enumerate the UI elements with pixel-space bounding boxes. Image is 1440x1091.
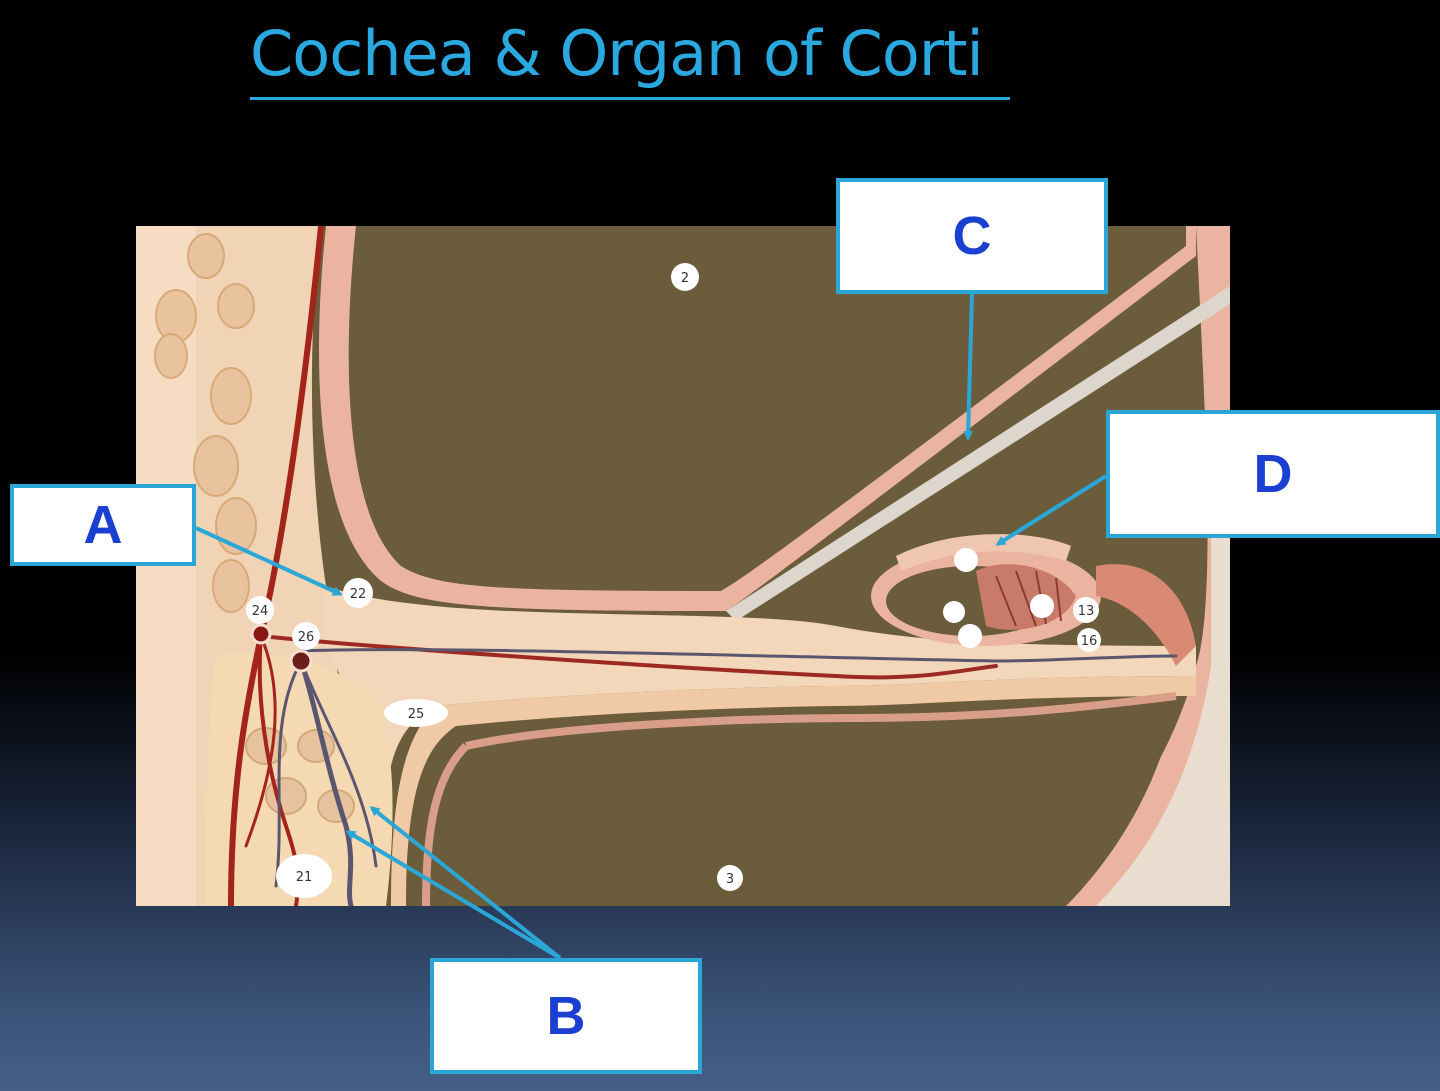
label-box-a[interactable]: A [10,484,196,566]
vestibular-membrane [726,286,1230,621]
marker-2: 2 [681,271,689,286]
cochlea-model-photo: 2 3 22 24 26 25 21 13 16 [136,226,1230,906]
marker-13: 13 [1078,604,1095,619]
stria-vascularis [1096,564,1196,666]
slide-title: Cochea & Organ of Corti [250,14,1010,100]
marker-26: 26 [298,630,315,645]
marker-3: 3 [726,872,734,887]
marker-25: 25 [408,707,425,722]
marker-16: 16 [1081,634,1098,649]
label-box-b[interactable]: B [430,958,702,1074]
spiral-ganglion-region [206,653,393,906]
spiral-ligament [1096,486,1230,906]
osseous-spiral-lamina [326,586,1196,906]
label-box-c[interactable]: C [836,178,1108,294]
model-markers: 2 3 22 24 26 25 21 13 16 [246,263,1101,898]
scala-vestibuli [348,226,1187,591]
label-box-d[interactable]: D [1106,410,1440,538]
organ-of-corti-illustration [871,534,1196,666]
bone-edge [136,226,196,906]
bone-cells [154,233,257,613]
scala-tympani [426,696,1176,906]
lateral-wall [1056,226,1230,906]
marker-21: 21 [296,870,313,885]
cochlea-model-illustration: 2 3 22 24 26 25 21 13 16 [136,226,1230,906]
marker-24: 24 [252,604,269,619]
marker-22: 22 [350,587,367,602]
